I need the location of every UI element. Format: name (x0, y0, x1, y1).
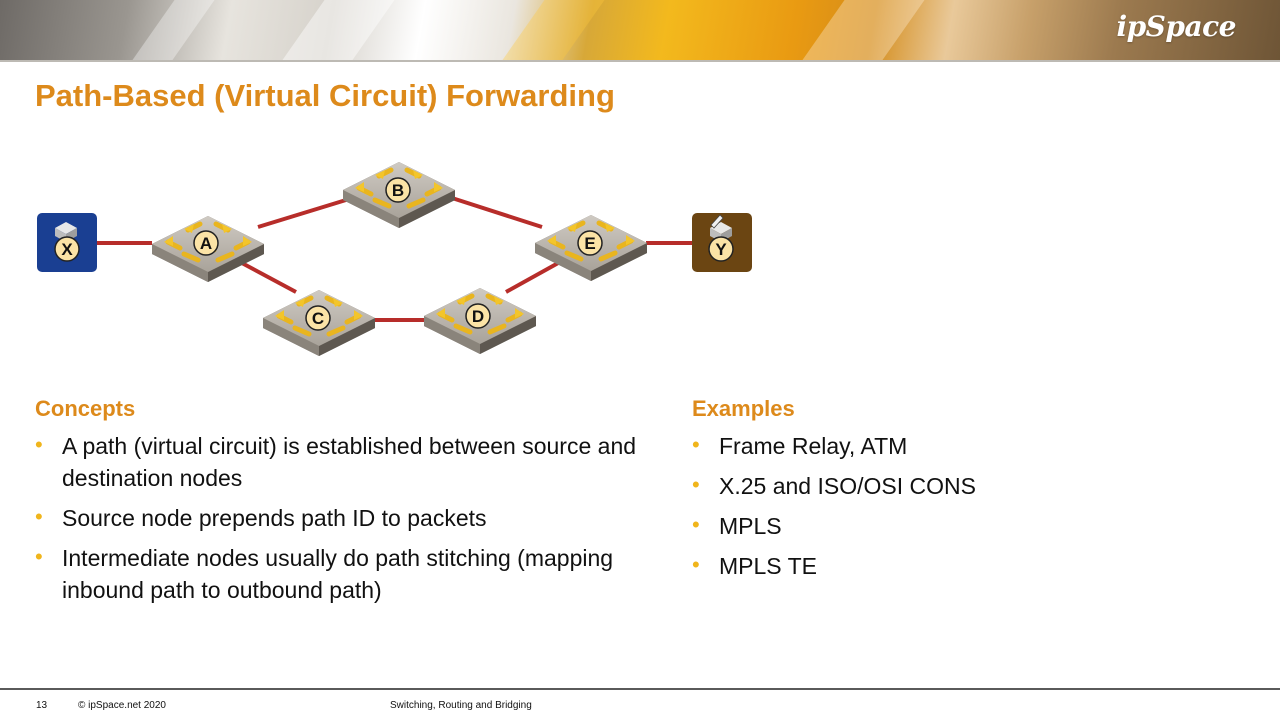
concepts-heading: Concepts (35, 396, 136, 421)
examples-item: X.25 and ISO/OSI CONS (692, 469, 1212, 502)
banner-stripe (481, 0, 619, 60)
examples-item: MPLS (692, 509, 1212, 542)
ipspace-logo: ipSpace (1116, 10, 1236, 43)
network-diagram-svg: A B C D E X (37, 130, 752, 370)
concepts-list: A path (virtual circuit) is established … (35, 429, 655, 606)
header-divider (0, 60, 1280, 62)
concepts-section: Concepts A path (virtual circuit) is est… (35, 396, 655, 614)
footer-divider (0, 688, 1280, 690)
switch-node-a: A (152, 216, 264, 282)
link-b-e (451, 196, 543, 229)
examples-item: Frame Relay, ATM (692, 429, 1212, 462)
host-node-y: Y (692, 213, 752, 272)
slide-title: Path-Based (Virtual Circuit) Forwarding (35, 78, 615, 113)
examples-heading: Examples (692, 396, 795, 421)
banner-stripe (261, 0, 409, 60)
banner-stripe (781, 0, 939, 60)
footer-course-title: Switching, Routing and Bridging (390, 700, 532, 711)
node-label-d: D (472, 307, 484, 326)
link-d-e (505, 260, 561, 294)
node-label-c: C (312, 309, 324, 328)
concepts-item: Source node prepends path ID to packets (35, 501, 655, 534)
node-label-e: E (584, 234, 595, 253)
slide-number: 13 (36, 700, 48, 711)
header-banner: ipSpace (0, 0, 1280, 60)
switch-node-e: E (535, 215, 647, 281)
footer-copyright: © ipSpace.net 2020 (78, 700, 166, 711)
examples-item: MPLS TE (692, 549, 1212, 582)
examples-list: Frame Relay, ATM X.25 and ISO/OSI CONS M… (692, 429, 1212, 582)
node-label-y: Y (715, 240, 727, 259)
switch-node-d: D (424, 288, 536, 354)
switch-node-b: B (343, 162, 455, 228)
host-node-x: X (37, 213, 97, 272)
network-diagram: A B C D E X (0, 130, 800, 370)
concepts-item: A path (virtual circuit) is established … (35, 429, 655, 494)
concepts-item: Intermediate nodes usually do path stitc… (35, 541, 655, 606)
links (97, 196, 692, 322)
link-a-c (239, 260, 297, 294)
node-label-b: B (392, 181, 404, 200)
link-a-b (257, 198, 347, 229)
switch-node-c: C (263, 290, 375, 356)
pen-icon (710, 214, 724, 229)
node-label-a: A (200, 234, 212, 253)
node-label-x: X (61, 240, 73, 259)
banner-stripe (111, 0, 229, 60)
examples-section: Examples Frame Relay, ATM X.25 and ISO/O… (692, 396, 1212, 590)
